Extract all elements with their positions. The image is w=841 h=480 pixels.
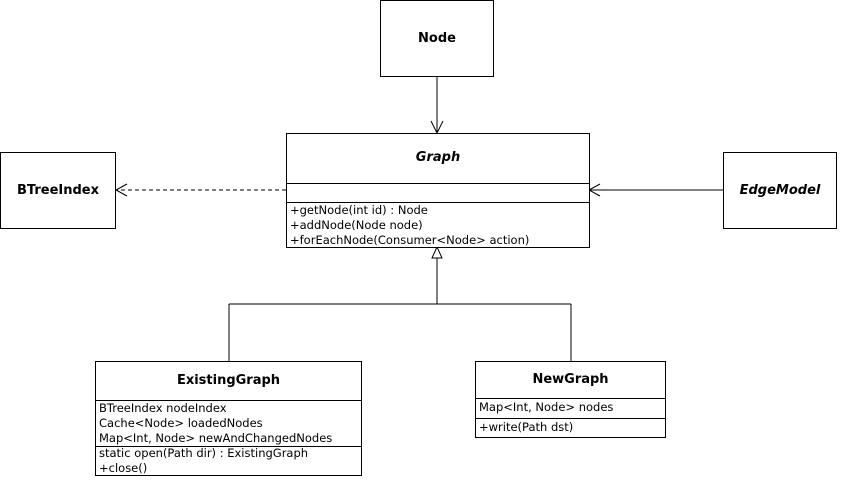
class-graph-name: Graph [415,150,461,165]
graph-operation: +getNode(int id) : Node [290,203,428,217]
inheritance-triangle [431,245,443,259]
existinggraph-operation: static open(Path dir) : ExistingGraph [99,446,309,460]
class-newgraph[interactable]: NewGraph Map<Int, Node> nodes +write(Pat… [475,361,666,438]
class-node-name: Node [418,31,456,46]
class-edgemodel[interactable]: EdgeModel [723,152,837,229]
class-edgemodel-name: EdgeModel [739,183,821,198]
existinggraph-operation: +close() [99,461,148,475]
graph-operation: +forEachNode(Consumer<Node> action) [290,233,530,247]
graph-operations-separator [287,202,589,203]
newgraph-operation: +write(Path dst) [479,420,574,434]
edgemodel-to-graph-arrow [587,183,723,197]
class-btreeindex[interactable]: BTreeIndex [0,152,116,229]
generalization-tree [228,245,572,361]
graph-operation: +addNode(Node node) [290,218,423,232]
class-existinggraph[interactable]: ExistingGraph BTreeIndex nodeIndex Cache… [95,361,362,476]
existinggraph-attribute: BTreeIndex nodeIndex [99,401,227,415]
class-btreeindex-name: BTreeIndex [17,183,99,198]
newgraph-attributes-separator [476,398,665,399]
class-node[interactable]: Node [380,0,494,77]
class-graph[interactable]: Graph +getNode(int id) : Node +addNode(N… [286,133,590,248]
existinggraph-attribute: Cache<Node> loadedNodes [99,416,263,430]
node-to-graph-arrow [430,77,444,135]
newgraph-attribute: Map<Int, Node> nodes [479,400,614,414]
graph-attributes-separator [287,183,589,184]
class-newgraph-name: NewGraph [532,372,609,387]
class-existinggraph-name: ExistingGraph [176,373,281,388]
newgraph-operations-separator [476,418,665,419]
existinggraph-attribute: Map<Int, Node> newAndChangedNodes [99,431,333,445]
existinggraph-operations-separator [96,446,361,447]
existinggraph-attributes-separator [96,400,361,401]
graph-to-btreeindex-dependency [114,183,286,197]
